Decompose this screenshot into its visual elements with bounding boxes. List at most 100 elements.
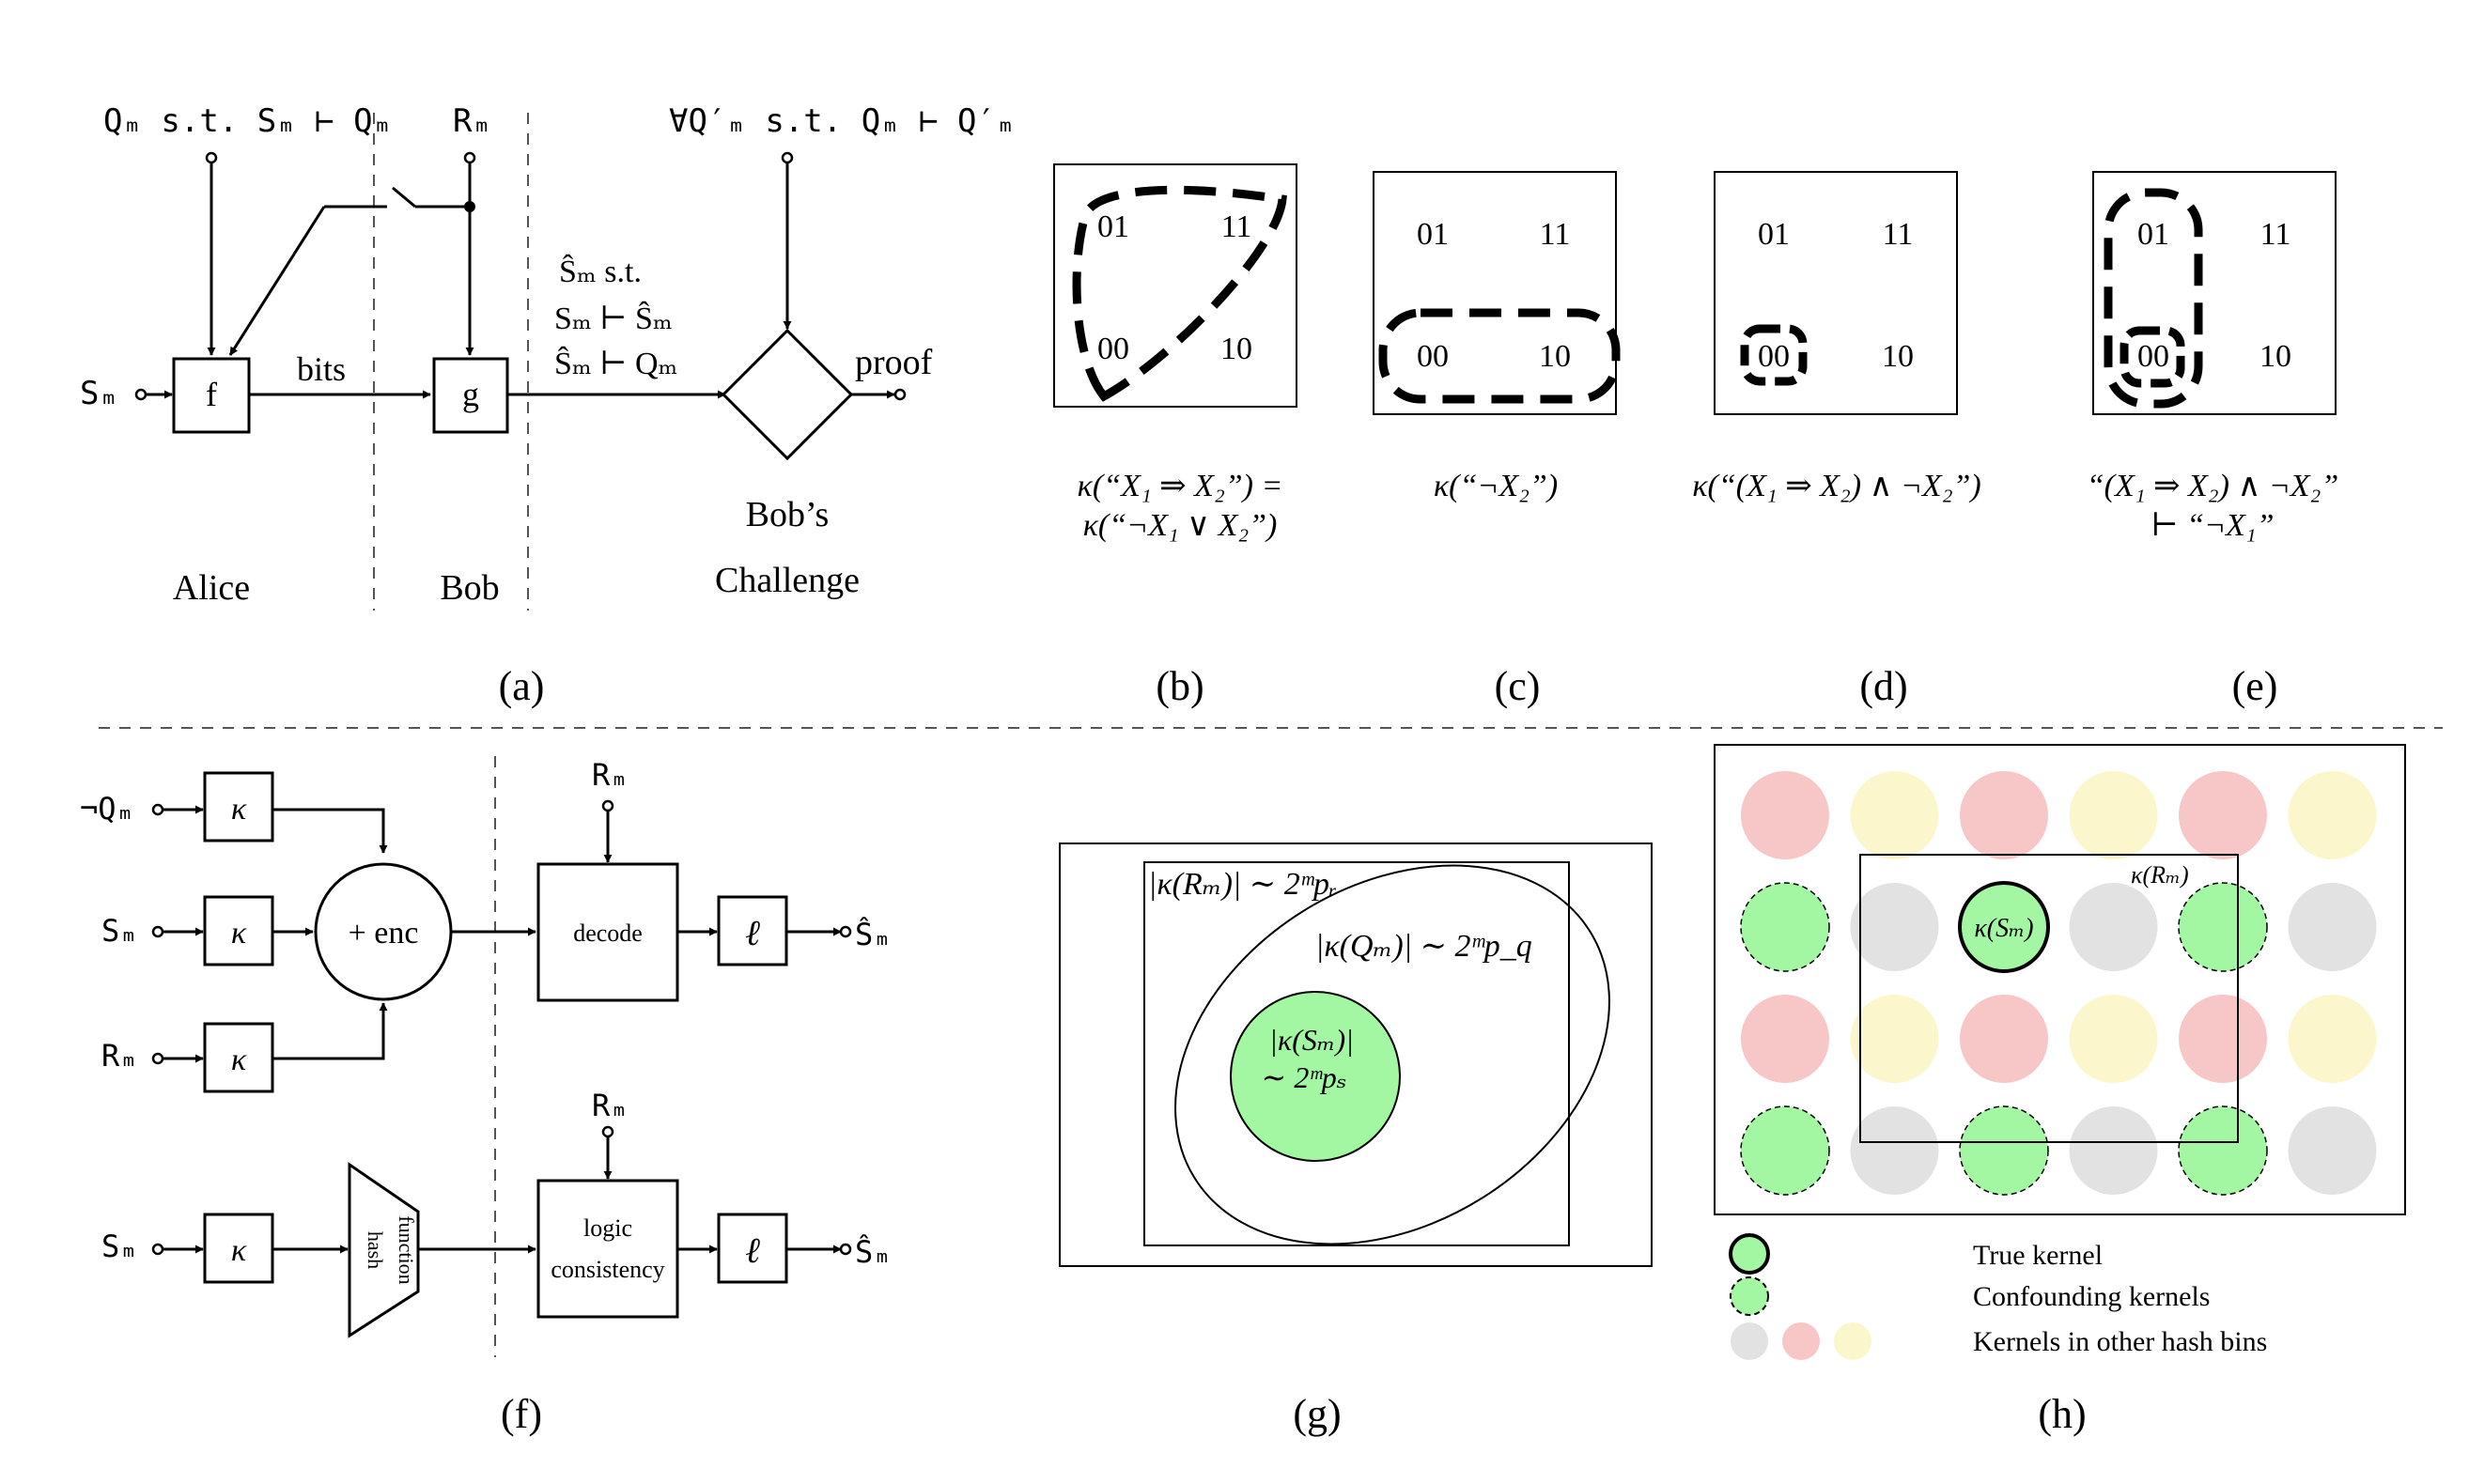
legend-gray-swatch [1731,1322,1768,1360]
true-kernel-label: κ(Sₘ) [1974,914,2033,943]
outer-box [1059,842,1653,1267]
red-kernel-circle [1960,771,2048,859]
port [151,803,164,816]
legend-yellow-swatch [1834,1322,1871,1360]
red-kernel-circle [2179,771,2267,859]
caption-c: (c) [1495,663,1541,709]
alice-label: Alice [173,568,250,608]
r-label: Rₘ [101,1038,138,1074]
cell-01: 01 [1758,217,1790,252]
port [151,1243,164,1256]
legend-red-swatch [1782,1322,1820,1360]
not-x1-region [2104,188,2203,409]
port [151,1052,164,1065]
rm-bottom-label: Rₘ [592,1088,629,1123]
yellow-kernel-circle [2288,771,2377,859]
cell-10: 10 [2259,339,2291,374]
ell-label: ℓ [745,914,760,953]
legend-other-bins: Kernels in other hash bins [1973,1326,2267,1357]
caption-b: (b) [1156,663,1203,709]
panel-g: |κ(Rₘ)| ∼ 2ᵐpᵣ |κ(Qₘ)| ∼ 2ᵐp_q |κ(Sₘ)| ∼… [1059,842,1653,1437]
port [839,925,852,938]
panel-f: ¬Qₘ κ − Sₘ κ + enc Rₘ κ Rₘ decode ℓ [80,756,892,1437]
venn-panel-d: 01 11 00 10 κ(“(X₁ ⇒ X₂) ∧ ¬X₂”) (d) [1692,171,1981,709]
q-kernel-ellipse [1174,864,1610,1245]
legend-confounding: Confounding kernels [1973,1281,2210,1312]
s-label: Sₘ [101,913,138,949]
cell-10: 10 [1539,339,1571,374]
forall-label: ∀Q′ₘ s.t. Qₘ ⊢ Q′ₘ [669,102,1015,140]
proof-port [893,388,907,401]
venn-panel-b: 01 11 00 10 κ(“X₁ ⇒ X₂”) = κ(“¬X₁ ∨ X₂”)… [1053,163,1297,709]
s-size-line1: |κ(Sₘ)| [1269,1023,1354,1057]
rm-top-label: Rₘ [592,757,629,793]
cell-00: 00 [1758,339,1790,374]
cell-11: 11 [1540,217,1571,252]
formula-line2: κ(“¬X₁ ∨ X₂”) [1083,508,1278,543]
formula-line1: κ(“¬X₂”) [1434,469,1558,503]
gray-kernel-circle [1850,1106,1939,1195]
kappa-box [203,771,274,842]
port [601,1125,614,1138]
proof-label: proof [855,343,933,382]
cell-00: 00 [2137,339,2169,374]
gray-kernel-circle [2288,1106,2377,1195]
q-size-label: |κ(Qₘ)| ∼ 2ᵐp_q [1315,929,1532,964]
f-label: f [206,376,217,413]
truth-table-box [1714,171,1958,415]
ell-box [717,895,788,966]
r-to-enc-arrow [272,1002,388,1060]
r-size-label: |κ(Rₘ)| ∼ 2ᵐpᵣ [1148,867,1337,902]
legend-confounding-swatch [1730,1276,1769,1316]
shat-out2-label: Ŝₘ [855,1233,892,1270]
cell-10: 10 [1220,332,1252,366]
neg-q-to-enc-arrow [272,808,388,854]
yellow-kernel-circle [1850,995,1939,1083]
formula-line1: κ(“X₁ ⇒ X₂”) = [1078,469,1283,503]
switch-to-f-arrow [228,206,326,356]
s-label: Sₘ [80,375,118,412]
s-bottom-label: Sₘ [101,1229,138,1264]
caption-g: (g) [1293,1391,1341,1437]
r-label: Rₘ [453,102,491,140]
kappa-label: κ [231,792,247,827]
g-box [432,357,509,434]
cell-11: 11 [1883,217,1914,252]
logic-line1: logic [583,1214,632,1242]
switch-blade [392,186,416,209]
red-kernel-circle [1960,995,2048,1083]
bobs-label: Bob’s [746,495,830,534]
yellow-kernel-circle [2069,995,2158,1083]
legend-true-kernel-swatch [1729,1233,1770,1275]
bits-label: bits [297,350,346,388]
venn-panel-e: 01 11 00 10 “(X₁ ⇒ X₂) ∧ ¬X₂” ⊢ “¬X₁” (e… [2087,171,2338,709]
kappa-label: κ [231,1233,247,1268]
logic-line2: consistency [551,1256,664,1283]
formula-line2: ⊢ “¬X₁” [2151,508,2274,543]
caption-a: (a) [499,663,545,709]
red-kernel-circle [2179,995,2267,1083]
s-port [134,388,148,401]
logic-consistency-box [536,1179,679,1319]
caption-h: (h) [2038,1391,2086,1437]
red-kernel-circle [1741,771,1829,859]
legend-true-kernel: True kernel [1973,1240,2103,1271]
confounding-kernel-circle [1959,1105,2049,1196]
kappa-label: κ [231,1043,247,1077]
ell-label: ℓ [745,1231,760,1271]
r-kernel-box [1859,854,2239,1143]
shat-line2: Sₘ ⊢ Ŝₘ [554,301,673,336]
gray-kernel-circle [2288,883,2377,971]
gray-kernel-circle [1850,883,1939,971]
challenge-diamond [721,328,854,461]
cell-11: 11 [2260,217,2291,252]
hash-line1: hash [364,1231,387,1269]
kappa-label: κ [231,916,247,951]
bob-label: Bob [440,568,499,608]
cell-01: 01 [1417,217,1449,252]
shat-line1: Ŝₘ s.t. [559,254,642,289]
not-x2-region [1378,308,1621,404]
caption-f: (f) [501,1391,542,1437]
shat-line3: Ŝₘ ⊢ Qₘ [554,346,677,381]
